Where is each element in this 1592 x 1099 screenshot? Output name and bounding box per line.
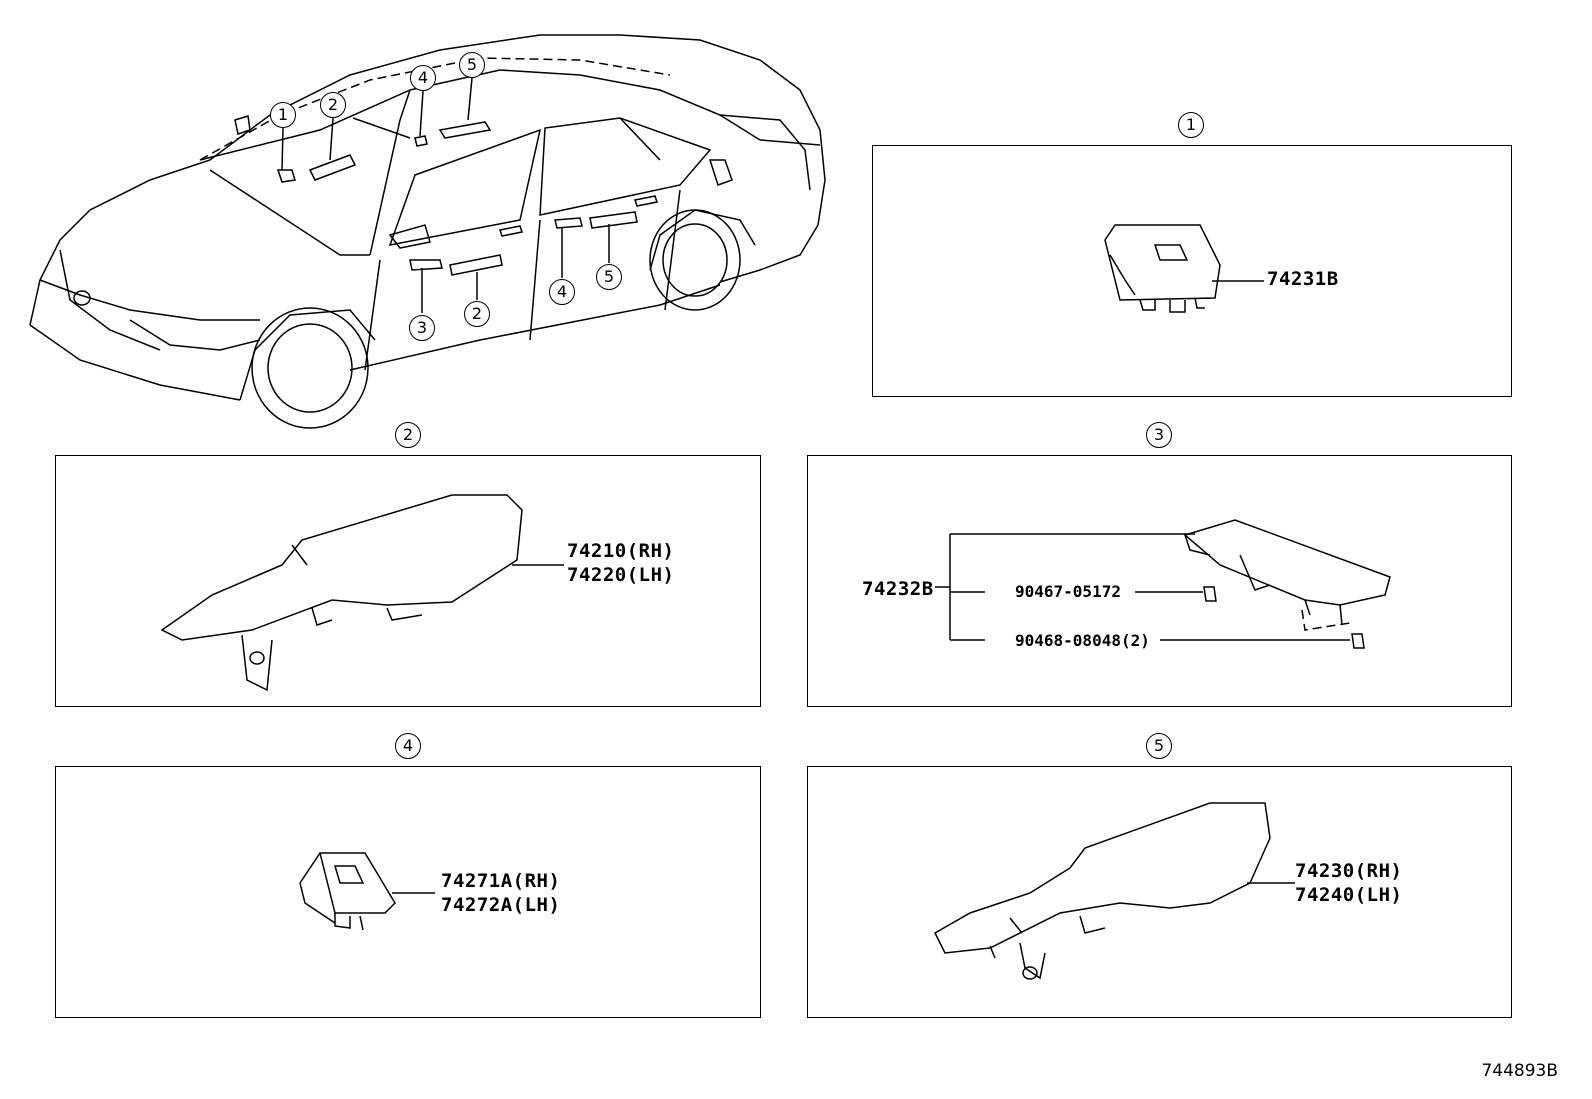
panel-1-callout: 1 [1178, 112, 1204, 138]
leader-74230 [1247, 882, 1295, 884]
assembly-number-74232B: 74232B [862, 578, 934, 600]
part-number-74210-rh: 74210(RH) [567, 540, 675, 562]
callout-2: 2 [320, 92, 346, 118]
part-number-90468-08048: 90468-08048(2) [1015, 631, 1150, 650]
panel-4-callout: 4 [395, 733, 421, 759]
rear-window-switch-drawing [299, 852, 396, 931]
front-armrest-switch-base-drawing [160, 494, 523, 692]
part-number-90467-05172: 90467-05172 [1015, 582, 1121, 601]
panel-4 [55, 766, 761, 1018]
part-number-74230-rh: 74230(RH) [1295, 860, 1403, 882]
panel-1 [872, 145, 1512, 397]
clip-drawing [1203, 586, 1217, 602]
leader-74271A [392, 892, 435, 894]
panel-5 [807, 766, 1512, 1018]
callout-1: 1 [270, 102, 296, 128]
callout-4: 4 [549, 279, 575, 305]
part-number-74240-lh: 74240(LH) [1295, 884, 1403, 906]
callout-3: 3 [409, 315, 435, 341]
panel-2 [55, 455, 761, 707]
leader-74210 [512, 564, 564, 566]
part-number-74271A-rh: 74271A(RH) [441, 870, 561, 892]
nut-drawing [1351, 633, 1365, 649]
switch-bracket-drawing [1183, 519, 1391, 631]
part-number-74220-lh: 74220(LH) [567, 564, 675, 586]
panel-5-callout: 5 [1146, 733, 1172, 759]
rear-armrest-switch-base-drawing [934, 802, 1271, 980]
leader-74231B [1212, 280, 1264, 282]
car-overview-drawing [29, 34, 826, 429]
window-switch-drawing [1104, 224, 1221, 313]
panel-3 [807, 455, 1512, 707]
diagram-code: 744893B [1481, 1061, 1558, 1081]
leader-74232B [935, 533, 1350, 641]
callout-4: 4 [410, 65, 436, 91]
callout-5: 5 [459, 52, 485, 78]
callout-5: 5 [596, 264, 622, 290]
callout-2: 2 [464, 301, 490, 327]
panel-2-callout: 2 [395, 422, 421, 448]
part-number-74231B: 74231B [1267, 268, 1339, 290]
part-number-74272A-lh: 74272A(LH) [441, 894, 561, 916]
panel-3-callout: 3 [1146, 422, 1172, 448]
